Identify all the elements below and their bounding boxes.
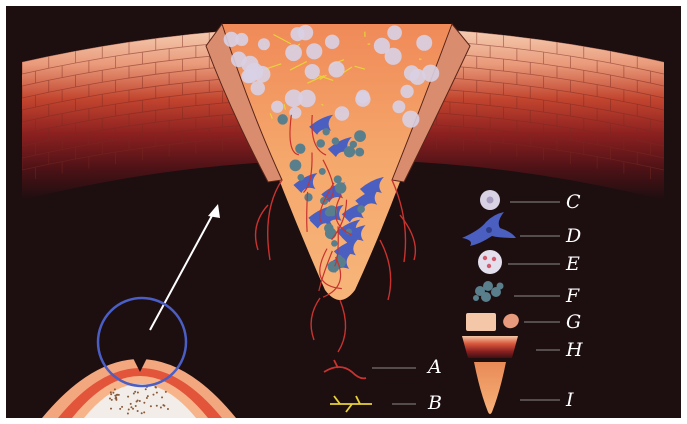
legend-label-c: C [566, 191, 581, 213]
multinucleated-cell-icon [478, 250, 502, 274]
legend-label-d: D [565, 225, 581, 247]
round-cell-icon [480, 190, 500, 210]
legend-label-g: G [566, 311, 581, 333]
legend-label-b: B [427, 392, 442, 414]
legend-label-h: H [565, 339, 583, 361]
legend-label-f: F [565, 285, 580, 307]
legend-label-e: E [565, 253, 580, 275]
legend-label-i: I [565, 389, 574, 411]
legend-label-a: A [426, 356, 442, 378]
layered-tissue-icon [462, 336, 518, 358]
